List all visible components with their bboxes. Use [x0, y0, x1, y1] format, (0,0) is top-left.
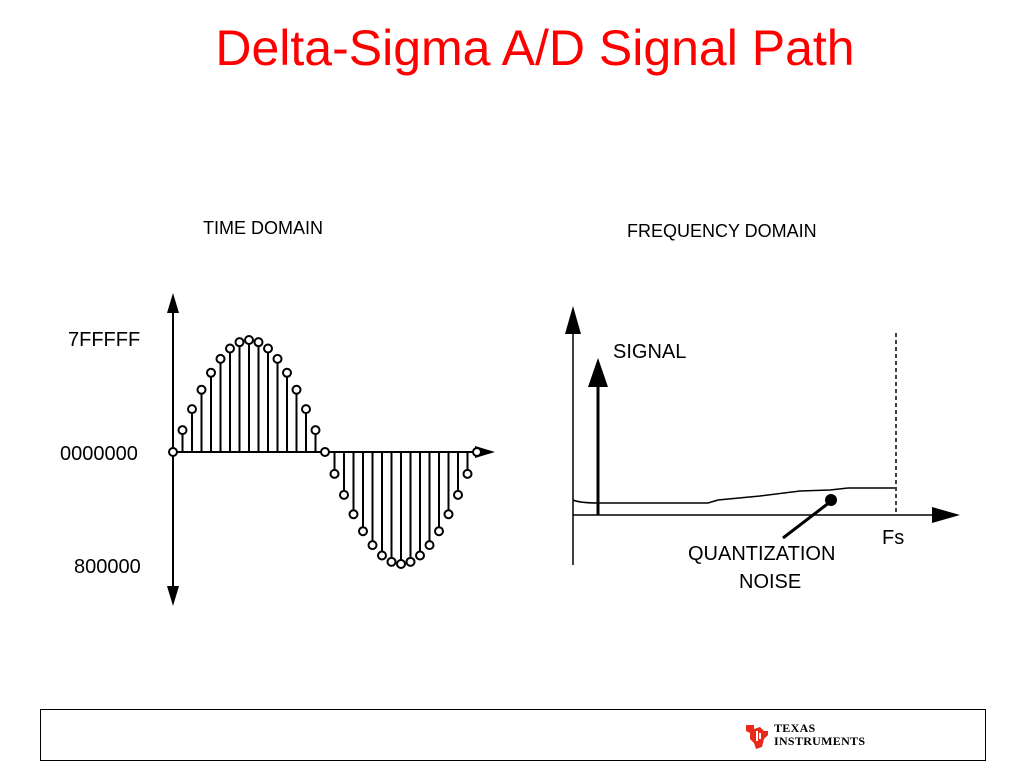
sample-point [225, 343, 235, 354]
time-domain-axes [167, 293, 495, 606]
sample-point [215, 353, 226, 364]
ti-logo-line1: TEXAS [774, 721, 816, 735]
fs-label: Fs [882, 527, 905, 549]
sample-point [263, 343, 273, 354]
ti-logo-text: TEXAS INSTRUMENTS [774, 722, 865, 748]
frequency-domain-axes [565, 306, 960, 565]
sample-point [310, 425, 321, 436]
sample-point [301, 404, 311, 415]
quantization-label: QUANTIZATION [688, 543, 836, 565]
signal-arrow [588, 358, 608, 515]
sample-point [253, 337, 264, 348]
sample-point [282, 367, 292, 378]
sine-wave-samples [168, 335, 482, 569]
texas-instruments-logo [746, 725, 768, 749]
sample-point [415, 550, 425, 561]
sample-point [396, 559, 406, 569]
sample-point [386, 556, 397, 567]
sample-point [291, 384, 302, 395]
sample-point [272, 353, 283, 364]
y-label-800000: 800000 [74, 556, 141, 578]
sample-point [320, 447, 330, 457]
sample-point [367, 540, 378, 551]
sample-point [462, 468, 473, 479]
noise-floor-curve [572, 487, 895, 504]
ti-logo-line2: INSTRUMENTS [774, 734, 866, 748]
noise-label: NOISE [739, 571, 802, 593]
time-domain-heading: TIME DOMAIN [203, 218, 323, 238]
sample-point [405, 556, 416, 567]
sample-point [358, 526, 368, 537]
sample-point [443, 509, 454, 520]
signal-label: SIGNAL [613, 341, 687, 363]
sample-point [453, 489, 463, 500]
sample-point [206, 367, 216, 378]
sample-point [244, 335, 254, 345]
y-label-zero: 0000000 [60, 443, 138, 465]
sample-point [234, 337, 245, 348]
sample-point [168, 447, 178, 457]
noise-pointer [782, 494, 837, 540]
sample-point [434, 526, 444, 537]
sample-point [348, 509, 359, 520]
frequency-domain-heading: FREQUENCY DOMAIN [627, 221, 817, 241]
sample-point [472, 447, 482, 457]
sample-point [187, 404, 197, 415]
sample-point [329, 468, 340, 479]
slide-title: Delta-Sigma A/D Signal Path [215, 20, 855, 76]
sample-point [196, 384, 207, 395]
sample-point [177, 425, 188, 436]
y-label-7fffff: 7FFFFF [68, 329, 141, 351]
sample-point [424, 540, 435, 551]
footer-bar [40, 709, 986, 761]
sample-point [339, 489, 349, 500]
sample-point [377, 550, 387, 561]
